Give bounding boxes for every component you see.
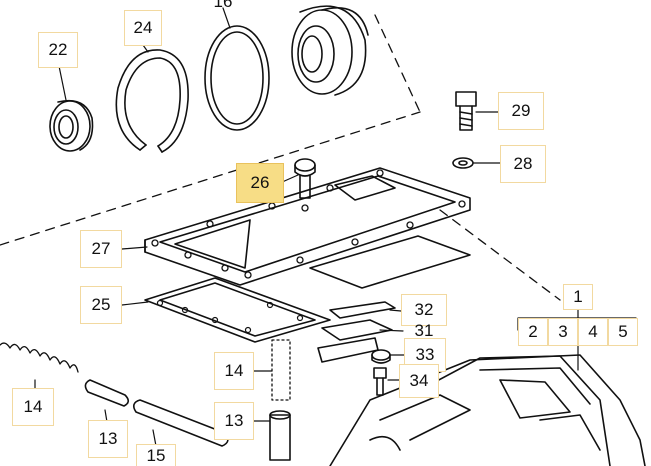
guide-plates-part — [317, 301, 396, 363]
callout-32[interactable]: 32 — [401, 294, 447, 326]
shaft-seal-part — [49, 99, 94, 152]
callout-13-right[interactable]: 13 — [214, 402, 254, 440]
cover-plate-part — [144, 167, 471, 286]
transmission-housing-part — [329, 354, 646, 466]
lower-plate-outline — [309, 235, 471, 289]
washer-part — [452, 157, 474, 169]
callout-13-left[interactable]: 13 — [88, 420, 128, 458]
callout-24[interactable]: 24 — [124, 10, 162, 46]
callout-29[interactable]: 29 — [498, 92, 544, 130]
nut-part — [371, 349, 391, 364]
gasket-part — [144, 277, 331, 343]
circlip-part — [115, 49, 189, 153]
seal-housing-part — [291, 5, 369, 96]
plug-part — [294, 158, 316, 199]
dashed-guide-lines — [0, 14, 561, 301]
spring-part — [0, 339, 291, 401]
callout-14-left[interactable]: 14 — [12, 388, 54, 426]
callout-31[interactable]: 31 — [414, 321, 434, 340]
callout-14-right[interactable]: 14 — [214, 352, 254, 390]
small-bolt-part — [373, 367, 387, 396]
bolt-part — [455, 91, 477, 131]
callout-16[interactable]: 16 — [213, 0, 233, 11]
callout-22[interactable]: 22 — [38, 32, 78, 68]
o-ring-part — [204, 25, 270, 131]
callout-27[interactable]: 27 — [80, 230, 122, 268]
callout-15[interactable]: 15 — [136, 444, 176, 466]
callout-1[interactable]: 1 — [563, 284, 593, 310]
callout-25[interactable]: 25 — [80, 286, 122, 324]
callout-28[interactable]: 28 — [500, 145, 546, 183]
callout-5[interactable]: 5 — [608, 318, 638, 346]
callout-3[interactable]: 3 — [548, 318, 578, 346]
leader-lines — [34, 7, 637, 447]
callout-26[interactable]: 26 — [236, 163, 284, 203]
callout-2[interactable]: 2 — [518, 318, 548, 346]
callout-4[interactable]: 4 — [578, 318, 608, 346]
callout-34[interactable]: 34 — [399, 364, 439, 398]
